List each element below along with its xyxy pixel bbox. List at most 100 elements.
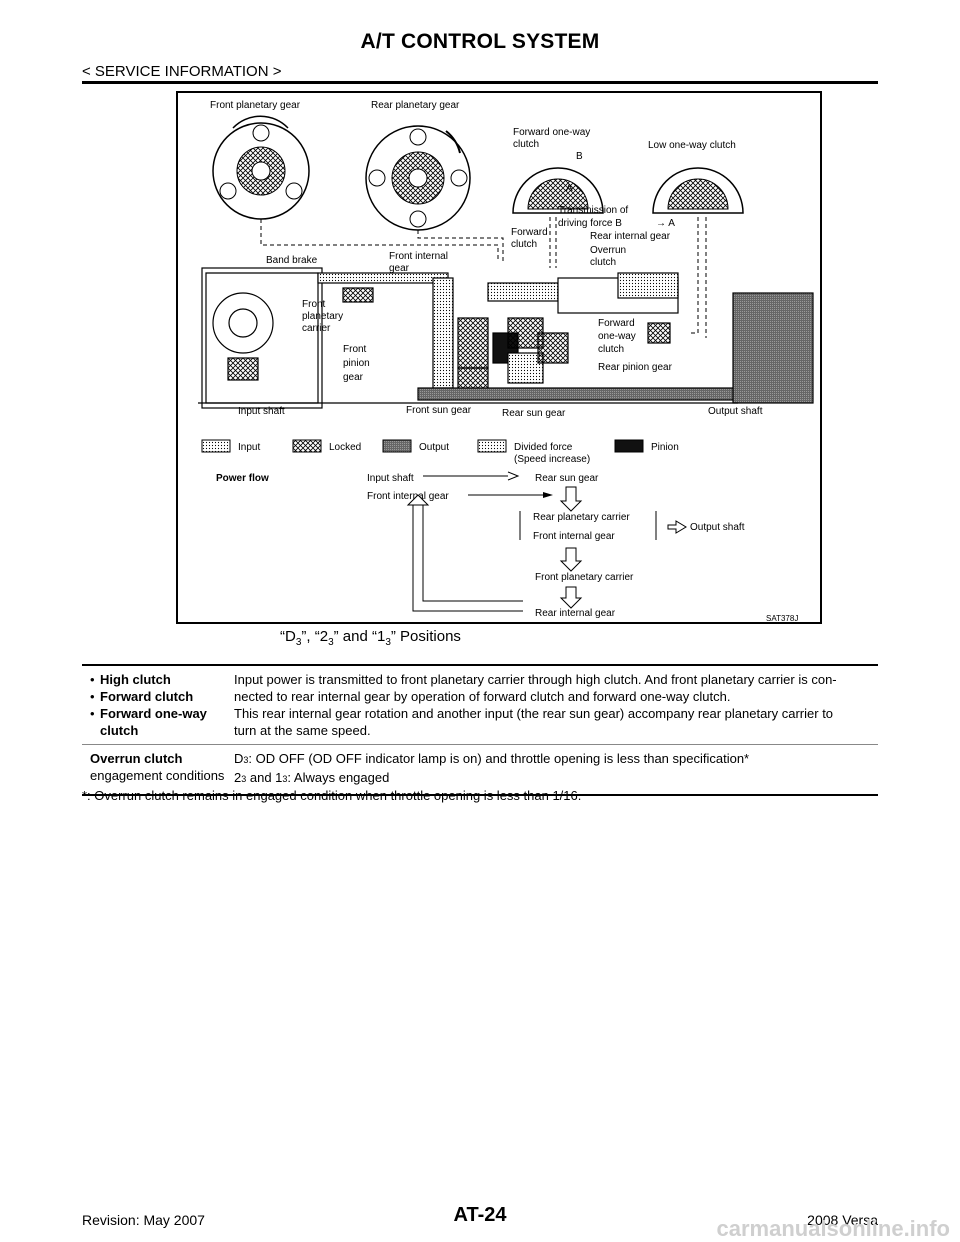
label-rear-pinion-gear: Rear pinion gear	[598, 362, 673, 373]
ol2-a: 2	[234, 770, 242, 785]
caption-s3: 3	[385, 637, 391, 648]
pf-front-internal-gear: Front internal gear	[367, 491, 449, 502]
power-flow-figure: Front planetary gear Rear planetary gear…	[176, 91, 822, 624]
ol2-c: : Always engaged	[287, 770, 390, 785]
figure-code: SAT378J	[766, 614, 798, 623]
label-forward-clutch: Forward	[511, 227, 548, 238]
overrun-line-2: 23 and 13: Always engaged	[234, 769, 878, 788]
legend-swatch-locked	[292, 439, 322, 453]
pf-rear-sun-gear: Rear sun gear	[535, 473, 599, 484]
front-planetary-gear-drawing	[212, 115, 310, 220]
ol2-b: and 1	[246, 770, 283, 785]
ol1-sub: 3	[243, 755, 249, 765]
label-front-internal-gear-2: gear	[389, 263, 410, 274]
item-forward-clutch: Forward clutch	[100, 689, 194, 704]
positions-caption: “D3”, “23” and “13” Positions	[280, 628, 461, 648]
label-front-sun-gear: Front sun gear	[406, 405, 472, 416]
power-flow-title: Power flow	[216, 473, 269, 484]
overrun-label: Overrun clutch	[90, 751, 183, 766]
footer-page-number: AT-24	[453, 1204, 507, 1226]
label-front-planetary-carrier-3: carrier	[302, 323, 331, 334]
footnote: *: Overrun clutch remains in engaged con…	[82, 788, 582, 803]
label-front-internal-gear: Front internal	[389, 251, 448, 262]
label-forward-one-way-clutch: Forward one-way	[513, 127, 590, 138]
label-forward-one-way-clutch-lower-3: clutch	[598, 344, 624, 355]
watermark: carmanualsonline.info	[716, 1216, 951, 1241]
label-transmission-2: driving force B	[558, 218, 622, 229]
caption-d: “D	[280, 628, 296, 645]
caption-m1: ”, “2	[301, 628, 329, 645]
table-row-clutches: •High clutch •Forward clutch •Forward on…	[82, 666, 878, 744]
label-forward-one-way-clutch-lower: Forward	[598, 318, 635, 329]
item-high-clutch: High clutch	[100, 672, 171, 687]
pf-rear-internal-gear: Rear internal gear	[535, 608, 616, 619]
table-rule-mid	[82, 744, 878, 745]
legend-swatch-pinion	[614, 439, 644, 453]
clutch-table: •High clutch •Forward clutch •Forward on…	[82, 664, 878, 796]
label-front-planetary-carrier: Front	[302, 299, 326, 310]
pf-input-shaft: Input shaft	[367, 473, 414, 484]
legend-divided: Divided force	[514, 442, 573, 453]
legend-locked: Locked	[329, 442, 361, 453]
legend-swatch-output	[382, 439, 412, 453]
desc-line-2: nected to rear internal gear by operatio…	[234, 689, 731, 704]
label-front-pinion-gear: Front	[343, 344, 367, 355]
label-forward-one-way-clutch-lower-2: one-way	[598, 331, 636, 342]
label-transmission: Transmission of	[558, 205, 628, 216]
legend-divided-2: (Speed increase)	[514, 454, 590, 465]
legend-pinion: Pinion	[651, 442, 679, 453]
desc-line-1: Input power is transmitted to front plan…	[234, 672, 837, 687]
footer-revision: Revision: May 2007	[82, 1212, 205, 1228]
table-rule-top	[82, 664, 878, 666]
table-rule-bottom	[82, 794, 878, 796]
ol1-b: : OD OFF (OD OFF indicator lamp is on) a…	[248, 751, 750, 766]
pf-front-planetary-carrier: Front planetary carrier	[535, 572, 634, 583]
ol2-sub1: 3	[241, 774, 247, 784]
legend-output: Output	[419, 442, 449, 453]
caption-s2: 3	[328, 637, 334, 648]
legend-swatch-divided	[477, 439, 507, 453]
caption-m2: ” and “1	[333, 628, 386, 645]
label-low-one-way-clutch: Low one-way clutch	[648, 140, 736, 151]
label-transmission-arrow: → A	[656, 218, 675, 229]
caption-end: ” Positions	[390, 628, 461, 645]
label-forward-one-way-clutch-2: clutch	[513, 139, 539, 150]
pf-front-internal-gear-2: Front internal gear	[533, 531, 615, 542]
section-label: < SERVICE INFORMATION >	[82, 63, 282, 80]
ol1-a: D	[234, 751, 244, 766]
caption-d-sub: 3	[295, 637, 302, 648]
label-overrun-clutch: Overrun	[590, 245, 626, 256]
ol2-sub2: 3	[282, 774, 288, 784]
pf-output-shaft: Output shaft	[690, 522, 745, 533]
label-overrun-clutch-2: clutch	[590, 257, 616, 268]
table-row-overrun: Overrun clutch engagement conditions D3:…	[82, 745, 878, 794]
label-rear-sun-gear: Rear sun gear	[502, 408, 566, 419]
overrun-line-1: D3: OD OFF (OD OFF indicator lamp is on)…	[234, 750, 878, 769]
desc-line-3: This rear internal gear rotation and ano…	[234, 706, 834, 721]
label-rear-planetary-gear: Rear planetary gear	[371, 100, 460, 111]
item-forward-one-way-2: clutch	[100, 723, 139, 738]
footer-model: 2008 Versa	[807, 1212, 878, 1228]
label-forward-clutch-2: clutch	[511, 239, 537, 250]
legend-input: Input	[238, 442, 260, 453]
pf-rear-planetary-carrier: Rear planetary carrier	[533, 512, 630, 523]
label-band-brake: Band brake	[266, 255, 318, 266]
power-flow: Power flow Input shaft Rear sun gear Fro…	[216, 471, 745, 619]
label-front-pinion-gear-3: gear	[343, 372, 364, 383]
clutch-description: Input power is transmitted to front plan…	[234, 671, 878, 739]
label-front-pinion-gear-2: pinion	[343, 358, 370, 369]
transmission-diagram: Front planetary gear Rear planetary gear…	[198, 100, 814, 623]
legend: Input Locked Output Divided force (Speed…	[201, 439, 679, 465]
label-point-a: A	[566, 183, 573, 194]
label-output-shaft: Output shaft	[708, 406, 763, 417]
clutch-list: •High clutch •Forward clutch •Forward on…	[90, 672, 207, 738]
label-point-b: B	[576, 151, 583, 162]
cross-section	[198, 267, 814, 409]
label-rear-internal-gear: Rear internal gear	[590, 231, 671, 242]
page-title: A/T CONTROL SYSTEM	[360, 30, 600, 53]
rear-planetary-gear-drawing	[365, 125, 471, 231]
item-forward-one-way: Forward one-way	[100, 706, 207, 721]
label-input-shaft: Input shaft	[238, 406, 285, 417]
low-one-way-clutch-drawing	[652, 167, 744, 214]
legend-swatch-input	[201, 439, 231, 453]
